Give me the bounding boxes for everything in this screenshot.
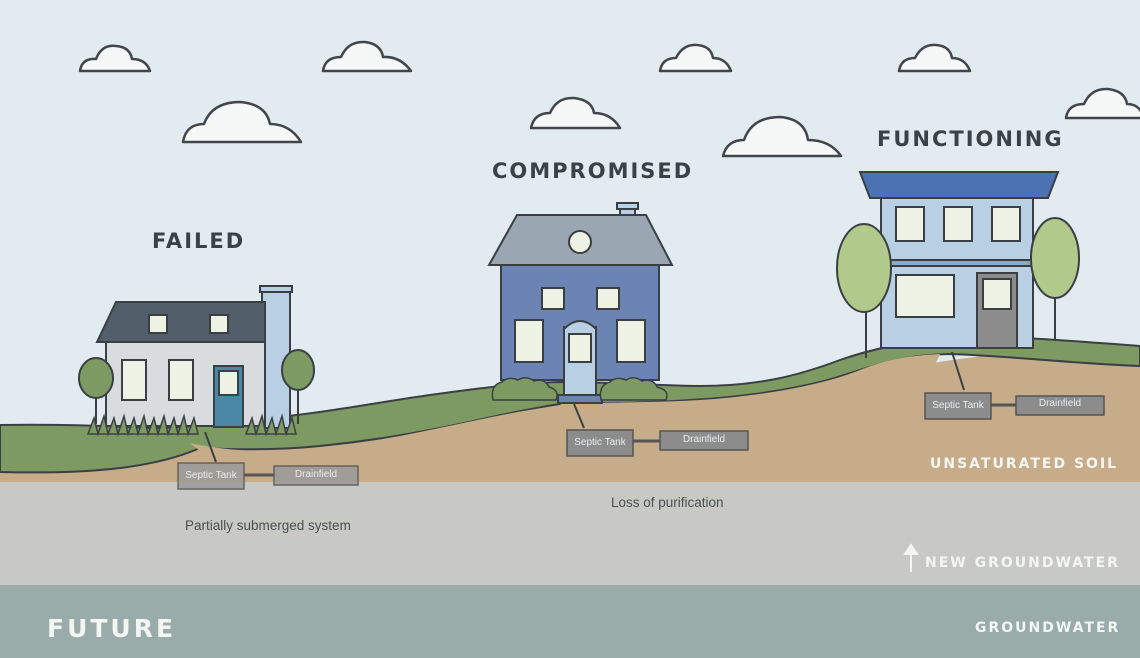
clouds [78,40,1140,158]
unsaturated-soil-label: UNSATURATED SOIL [930,456,1119,472]
septic-system-failed [177,431,359,490]
title-compromised: COMPROMISED [492,159,694,183]
drainfield-label-failed: Drainfield [294,469,338,480]
cloud-icon [1064,87,1140,120]
title-failed: FAILED [152,229,246,253]
cloud-icon [78,44,152,73]
cloud-icon [181,100,303,144]
title-functioning: FUNCTIONING [877,127,1064,151]
trees-failed [78,349,315,424]
septic-tank-failed [177,462,245,490]
soil-dip-right [560,354,940,427]
cloud-icon [529,96,622,130]
drainfield-functioning [1015,395,1105,416]
drainfield-label-functioning: Drainfield [1038,398,1082,409]
drainfield-failed [273,465,359,486]
house-compromised [487,202,674,404]
new-groundwater-label: NEW GROUNDWATER [925,555,1120,571]
groundwater-layer [0,585,1140,658]
septic-tank-label-functioning: Septic Tank [932,400,984,411]
future-label: FUTURE [47,614,177,643]
septic-tank-label-failed: Septic Tank [185,470,237,481]
house-failed [95,285,293,429]
description-compromised: Loss of purification [611,495,724,510]
septic-tank-functioning [924,392,992,420]
drainfield-compromised [659,430,749,451]
septic-tank-label-compromised: Septic Tank [574,437,626,448]
shrubs-failed [86,413,297,437]
septic-system-compromised [566,403,749,457]
cloud-icon [721,115,843,158]
cloud-icon [658,43,733,73]
shrubs-compromised [491,377,668,401]
septic-system-functioning [924,351,1105,420]
groundwater-label: GROUNDWATER [975,620,1121,636]
drainfield-label-compromised: Drainfield [682,434,726,445]
description-failed: Partially submerged system [185,518,351,533]
trees-functioning [836,217,1080,358]
solar-roof [858,171,1060,199]
up-arrow-icon [903,543,919,572]
cloud-icon [321,40,413,73]
roof-failed [95,301,266,343]
hill-grass-back [0,335,1140,474]
house-functioning [858,171,1060,349]
soil-dip-left [190,406,563,470]
septic-tank-compromised [566,429,634,457]
cloud-icon [897,43,972,73]
new-groundwater-layer [0,482,1140,585]
